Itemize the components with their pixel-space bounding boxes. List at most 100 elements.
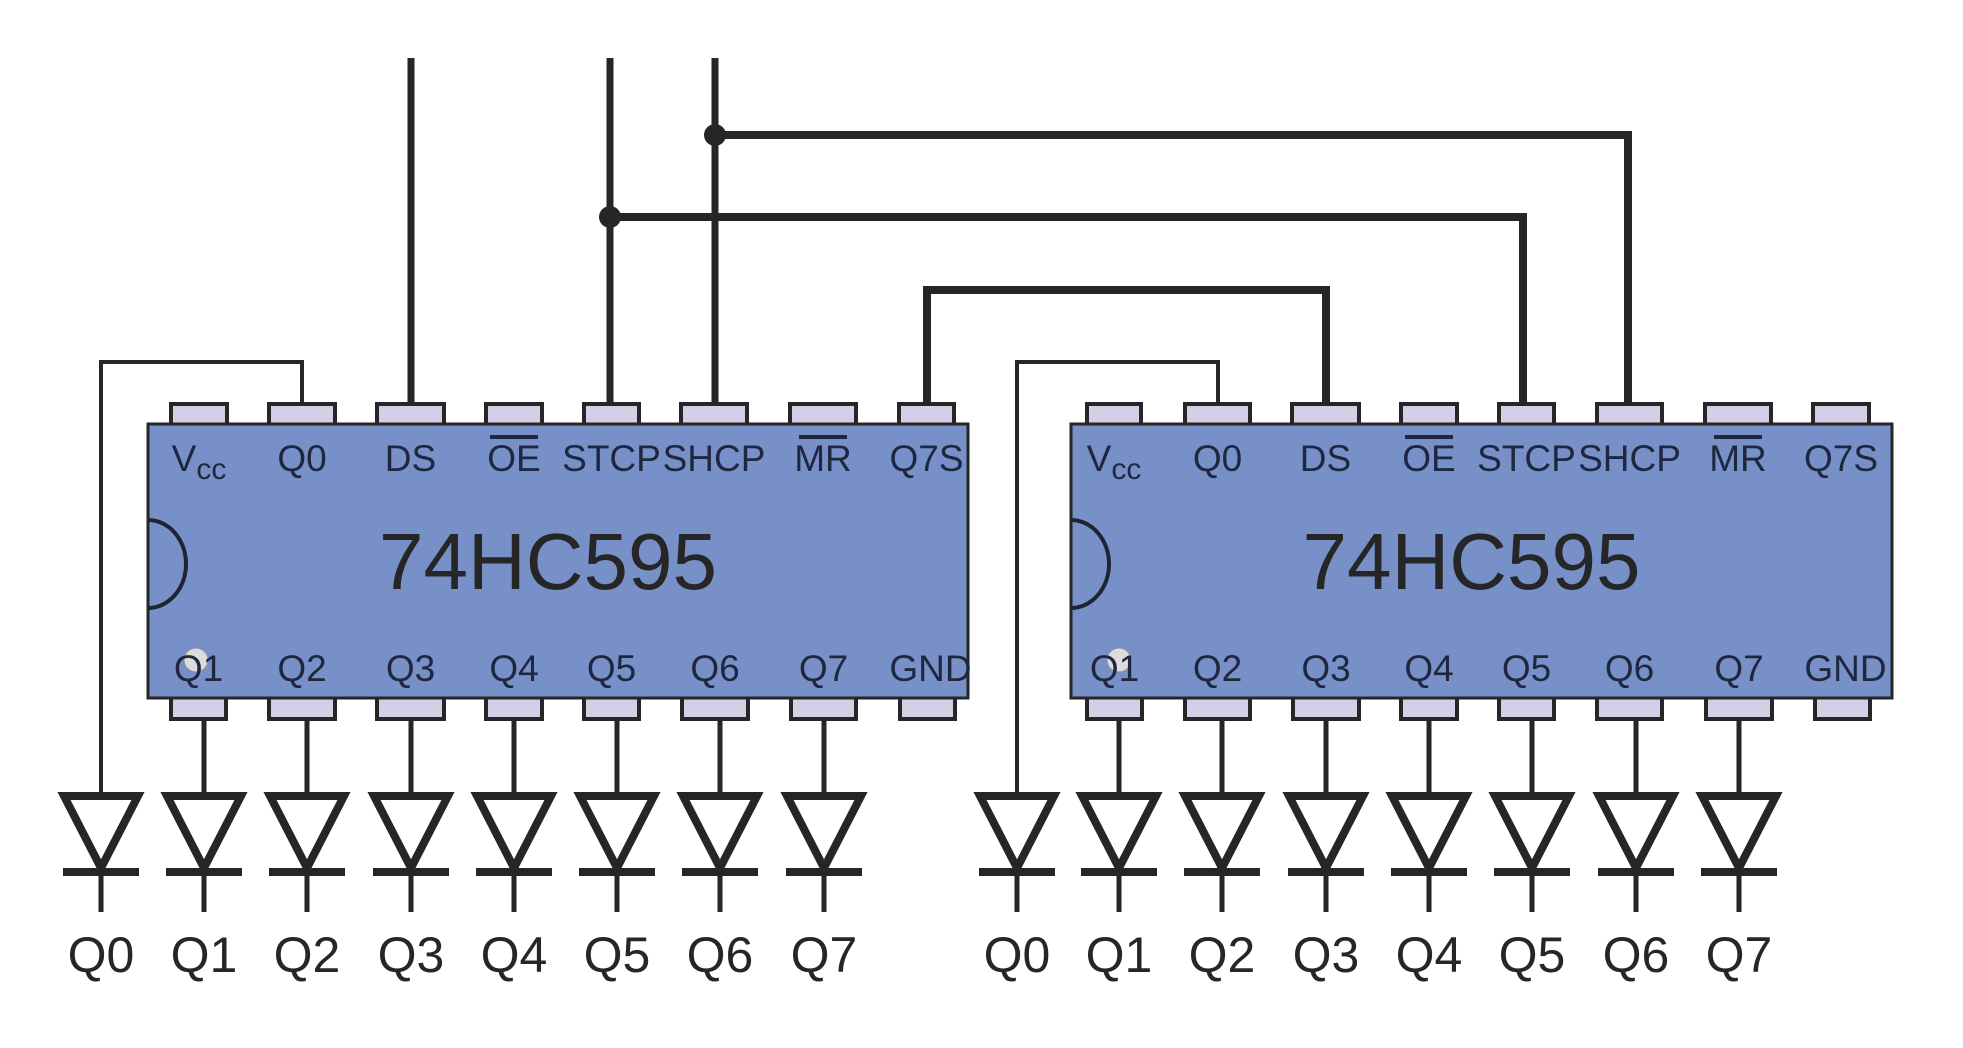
pin1-indicator-dot xyxy=(1106,647,1132,673)
led-q0: Q0 xyxy=(973,792,1061,983)
diode-icon xyxy=(367,792,455,877)
pin-label-mr: MR xyxy=(1709,438,1767,479)
led-q5: Q5 xyxy=(1488,719,1576,983)
output-label: Q0 xyxy=(984,927,1051,983)
output-label: Q3 xyxy=(378,927,445,983)
led-q6: Q6 xyxy=(1592,719,1680,983)
pin-label-ds: DS xyxy=(385,438,436,479)
diode-icon xyxy=(1075,792,1163,877)
chip-body xyxy=(146,422,970,700)
pin-label-q3: Q3 xyxy=(1301,648,1350,689)
led-q5: Q5 xyxy=(573,719,661,983)
pin-label-shcp: SHCP xyxy=(1578,438,1681,479)
pin-label-ds: DS xyxy=(1300,438,1351,479)
pin-label-vcc: Vcc xyxy=(172,438,227,486)
pin-label-stcp: STCP xyxy=(562,438,661,479)
pin-label-oe: OE xyxy=(487,438,540,479)
output-label: Q1 xyxy=(1086,927,1153,983)
chip-part-number: 74HC595 xyxy=(379,517,717,606)
diode-icon xyxy=(676,792,764,877)
junction-shcp xyxy=(704,124,726,146)
diode-icon xyxy=(263,792,351,877)
wire-chip1-q0-led xyxy=(99,360,304,796)
junction-stcp xyxy=(599,206,621,228)
pin-label-q1: Q1 xyxy=(174,648,223,689)
pin-label-q0: Q0 xyxy=(1193,438,1242,479)
pin-label-q6: Q6 xyxy=(690,648,739,689)
led-q3: Q3 xyxy=(1282,719,1370,983)
output-label: Q2 xyxy=(1189,927,1256,983)
pin-label-q5: Q5 xyxy=(1502,648,1551,689)
diode-icon xyxy=(1282,792,1370,877)
pin-label-q6: Q6 xyxy=(1605,648,1654,689)
diode-icon xyxy=(573,792,661,877)
led-q1: Q1 xyxy=(160,719,248,983)
diode-icon xyxy=(1178,792,1266,877)
pin-label-mr: MR xyxy=(794,438,852,479)
diode-icon xyxy=(470,792,558,877)
pin-label-q2: Q2 xyxy=(1193,648,1242,689)
led-q2: Q2 xyxy=(1178,719,1266,983)
diode-icon xyxy=(1488,792,1576,877)
pin-label-q4: Q4 xyxy=(1404,648,1453,689)
wire-shcp-bus xyxy=(711,131,1632,408)
led-q0: Q0 xyxy=(57,792,145,983)
pin-label-q1: Q1 xyxy=(1090,648,1139,689)
diode-icon xyxy=(1385,792,1473,877)
pin-label-q7s: Q7S xyxy=(889,438,963,479)
pin-label-q7: Q7 xyxy=(1714,648,1763,689)
output-label: Q5 xyxy=(1499,927,1566,983)
pin-label-stcp: STCP xyxy=(1477,438,1576,479)
pin-label-q3: Q3 xyxy=(386,648,435,689)
bus-wires xyxy=(99,58,1632,796)
output-label: Q7 xyxy=(791,927,858,983)
wire-stcp-bus xyxy=(606,213,1527,408)
pin-label-q2: Q2 xyxy=(277,648,326,689)
led-q7: Q7 xyxy=(1695,719,1783,983)
output-label: Q4 xyxy=(481,927,548,983)
chip-body xyxy=(1069,422,1894,700)
output-label: Q0 xyxy=(68,927,135,983)
output-label: Q2 xyxy=(274,927,341,983)
pin-label-vcc: Vcc xyxy=(1087,438,1142,486)
pin-label-shcp: SHCP xyxy=(663,438,766,479)
pin-label-q5: Q5 xyxy=(587,648,636,689)
output-label: Q5 xyxy=(584,927,651,983)
pin-label-oe: OE xyxy=(1402,438,1455,479)
diode-icon xyxy=(1695,792,1783,877)
pin-label-q4: Q4 xyxy=(489,648,538,689)
diode-icon xyxy=(1592,792,1680,877)
output-label: Q3 xyxy=(1293,927,1360,983)
led-q7: Q7 xyxy=(780,719,868,983)
pin-label-gnd: GND xyxy=(889,648,971,689)
diode-icon xyxy=(973,792,1061,877)
pin-label-gnd: GND xyxy=(1804,648,1886,689)
led-q6: Q6 xyxy=(676,719,764,983)
diode-icon xyxy=(57,792,145,877)
led-q1: Q1 xyxy=(1075,719,1163,983)
pin-label-q7s: Q7S xyxy=(1804,438,1878,479)
pin1-indicator-dot xyxy=(183,647,209,673)
output-label: Q7 xyxy=(1706,927,1773,983)
pin-label-q0: Q0 xyxy=(277,438,326,479)
diode-icon xyxy=(160,792,248,877)
chip-notch-icon xyxy=(1070,518,1111,610)
led-q4: Q4 xyxy=(470,719,558,983)
output-label: Q6 xyxy=(1603,927,1670,983)
pin-label-q7: Q7 xyxy=(799,648,848,689)
diode-icon xyxy=(780,792,868,877)
output-label: Q1 xyxy=(171,927,238,983)
led-q4: Q4 xyxy=(1385,719,1473,983)
led-q3: Q3 xyxy=(367,719,455,983)
wire-chip2-q0-led xyxy=(1015,360,1220,796)
wire-cascade-q7s-ds xyxy=(923,286,1330,408)
chip-part-number: 74HC595 xyxy=(1302,517,1640,606)
chip-notch-icon xyxy=(147,518,188,610)
led-q2: Q2 xyxy=(263,719,351,983)
output-label: Q6 xyxy=(687,927,754,983)
output-label: Q4 xyxy=(1396,927,1463,983)
